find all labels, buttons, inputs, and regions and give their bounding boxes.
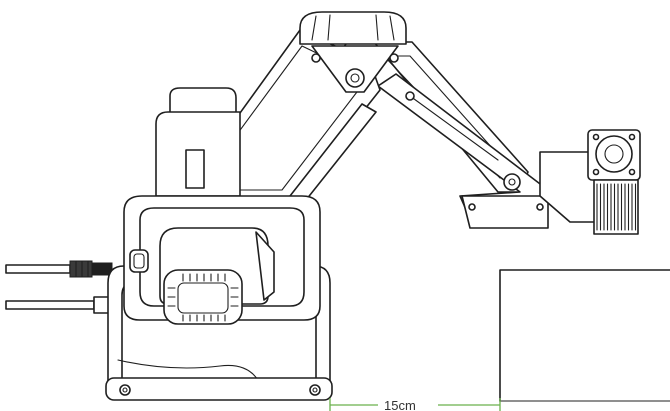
base-motor-fan — [159, 227, 275, 325]
heatsink-fins — [596, 183, 637, 231]
forearm — [373, 41, 549, 229]
dimension-line: 15cm — [329, 398, 501, 411]
tower — [155, 87, 241, 197]
power-cable — [5, 260, 113, 278]
end-effector — [539, 129, 641, 235]
workpiece-box — [499, 269, 670, 402]
usb-cable — [5, 296, 125, 314]
fan-grille — [167, 273, 239, 322]
dimension-label: 15cm — [384, 398, 416, 411]
shoulder-joint — [299, 11, 415, 101]
